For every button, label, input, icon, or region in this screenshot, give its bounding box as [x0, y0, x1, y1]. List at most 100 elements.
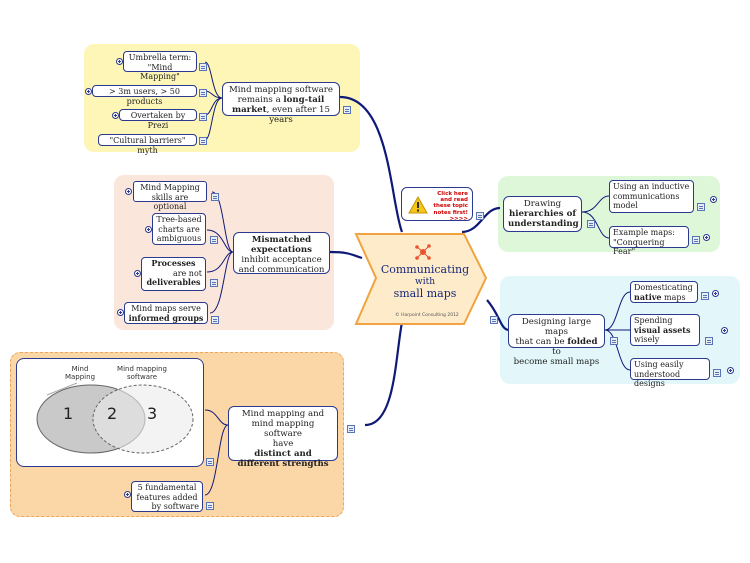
hierarchies-line2: hierarchies of: [508, 209, 577, 219]
note-icon[interactable]: [199, 113, 207, 121]
designs-topic[interactable]: Using easily understood designs: [630, 358, 710, 388]
note-icon[interactable]: [705, 337, 713, 345]
hierarchies-topic[interactable]: Drawing hierarchies of understanding: [503, 196, 582, 232]
tree-topic[interactable]: Tree-based charts are ambiguous: [152, 213, 206, 245]
note-icon[interactable]: [347, 425, 355, 433]
expand-icon[interactable]: [710, 196, 717, 203]
strengths-line5: different strengths: [233, 459, 333, 469]
groups-line1: Mind maps serve: [131, 304, 201, 313]
branch-strengths-connector: [364, 321, 404, 427]
market-line3a: market: [232, 105, 267, 115]
note-icon[interactable]: [210, 236, 218, 244]
umbrella-topic[interactable]: Umbrella term: "Mind Mapping": [123, 51, 197, 81]
example-maps-topic[interactable]: Example maps: "Conquering Fear": [609, 226, 689, 256]
expand-icon[interactable]: [112, 112, 119, 119]
expectations-line4: and communication: [238, 265, 325, 275]
note-icon[interactable]: [206, 458, 214, 466]
note-icon[interactable]: [587, 220, 595, 228]
expand-icon[interactable]: [117, 309, 124, 316]
expand-icon[interactable]: [125, 188, 132, 195]
market-topic[interactable]: Mind mapping software remains a long-tai…: [222, 82, 340, 125]
note-icon[interactable]: [697, 203, 705, 211]
branch-expectations-connector: [329, 250, 363, 260]
expand-icon[interactable]: [145, 226, 152, 233]
expand-icon[interactable]: [721, 327, 728, 334]
note-icon[interactable]: [343, 106, 351, 114]
market-line2a: remains a: [237, 95, 284, 105]
expand-icon[interactable]: [712, 290, 719, 297]
market-line2b: long-tail: [283, 95, 325, 105]
designs-line2: understood designs: [634, 369, 681, 389]
expand-icon[interactable]: [85, 88, 92, 95]
visual-line1: Spending: [634, 316, 673, 325]
features-topic[interactable]: 5 fundamental features added by software: [131, 481, 203, 512]
venn-left-line2: Mapping: [64, 373, 96, 381]
prezi-topic[interactable]: Overtaken by Prezi: [119, 109, 197, 130]
notice-line2: and read: [440, 197, 468, 204]
note-icon[interactable]: [199, 89, 207, 97]
native-line2b: maps: [661, 292, 686, 302]
native-line1: Domesticating: [634, 283, 693, 292]
native-maps-topic[interactable]: Domesticating native maps: [630, 281, 698, 303]
visual-assets-topic[interactable]: Spending visual assets wisely: [630, 314, 700, 346]
tree-line2: charts are: [158, 224, 200, 234]
venn-number-3: 3: [147, 404, 158, 423]
note-icon[interactable]: [610, 337, 618, 345]
note-icon[interactable]: [713, 369, 721, 377]
central-topic[interactable]: [352, 232, 492, 327]
expectations-topic[interactable]: Mismatched expectations inhibit acceptan…: [233, 232, 330, 275]
expectations-line2-text: expectations: [251, 245, 312, 255]
strengths-line5-text: different strengths: [237, 459, 329, 469]
large-maps-line2b: folded: [567, 337, 598, 347]
warning-icon: [408, 196, 428, 214]
processes-line3-text: deliverables: [146, 277, 201, 287]
processes-line2: are not: [172, 268, 202, 278]
large-maps-topic[interactable]: Designing large maps that can be folded …: [508, 314, 605, 367]
visual-line2: visual assets: [634, 324, 696, 336]
note-icon[interactable]: [692, 236, 700, 244]
note-icon[interactable]: [210, 279, 218, 287]
expand-icon[interactable]: [124, 491, 131, 498]
note-icon[interactable]: [206, 502, 214, 510]
large-maps-line3: become small maps: [513, 357, 600, 367]
skills-topic[interactable]: Mind Mapping skills are optional: [133, 181, 207, 211]
umbrella-line2: "Mind Mapping": [140, 62, 180, 82]
expand-icon[interactable]: [703, 234, 710, 241]
groups-topic[interactable]: Mind maps serve informed groups: [124, 302, 208, 324]
tree-line3: ambiguous: [156, 234, 202, 243]
strengths-line1: Mind mapping and: [241, 409, 325, 419]
market-line3b: , even after 15 years: [266, 105, 330, 125]
expand-icon[interactable]: [134, 270, 141, 277]
venn-diagram-image[interactable]: Mind Mapping Mind mapping software 1 2 3: [16, 358, 204, 467]
note-icon[interactable]: [211, 316, 219, 324]
processes-topic[interactable]: Processes are not deliverables: [141, 257, 206, 291]
notice-line1: Click here: [437, 191, 468, 197]
central-title: Communicating with small maps: [370, 264, 480, 300]
note-icon[interactable]: [199, 63, 207, 71]
hierarchies-line1: Drawing: [523, 199, 562, 209]
native-line2: native maps: [634, 292, 694, 303]
notice-node[interactable]: Click here and read these topic notes fi…: [401, 187, 473, 222]
strengths-topic[interactable]: Mind mapping and mind mapping software h…: [228, 406, 338, 469]
users-topic[interactable]: > 3m users, > 50 products: [92, 85, 197, 106]
note-icon[interactable]: [199, 137, 207, 145]
venn-diagram-icon: [36, 382, 194, 454]
example-line1: Example maps:: [613, 228, 675, 237]
note-icon[interactable]: [701, 292, 709, 300]
visual-line2-text: visual assets: [634, 324, 691, 335]
expand-icon[interactable]: [727, 367, 734, 374]
note-icon[interactable]: [490, 316, 498, 324]
venn-right-line1: Mind mapping: [117, 365, 167, 373]
inductive-topic[interactable]: Using an inductive communications model: [609, 180, 694, 213]
designs-line1: Using easily: [634, 360, 684, 369]
large-maps-line1: Designing large maps: [521, 317, 592, 337]
expectations-line1-text: Mismatched: [251, 235, 312, 245]
branch-large-maps-connector: [486, 299, 509, 332]
barriers-topic[interactable]: "Cultural barriers" myth: [98, 134, 197, 155]
visual-line3: wisely: [634, 335, 660, 344]
large-maps-line2: that can be folded to: [513, 337, 600, 357]
note-icon[interactable]: [211, 193, 219, 201]
expand-icon[interactable]: [116, 58, 123, 65]
note-icon[interactable]: [476, 212, 484, 220]
branch-market-connector: [339, 95, 404, 233]
